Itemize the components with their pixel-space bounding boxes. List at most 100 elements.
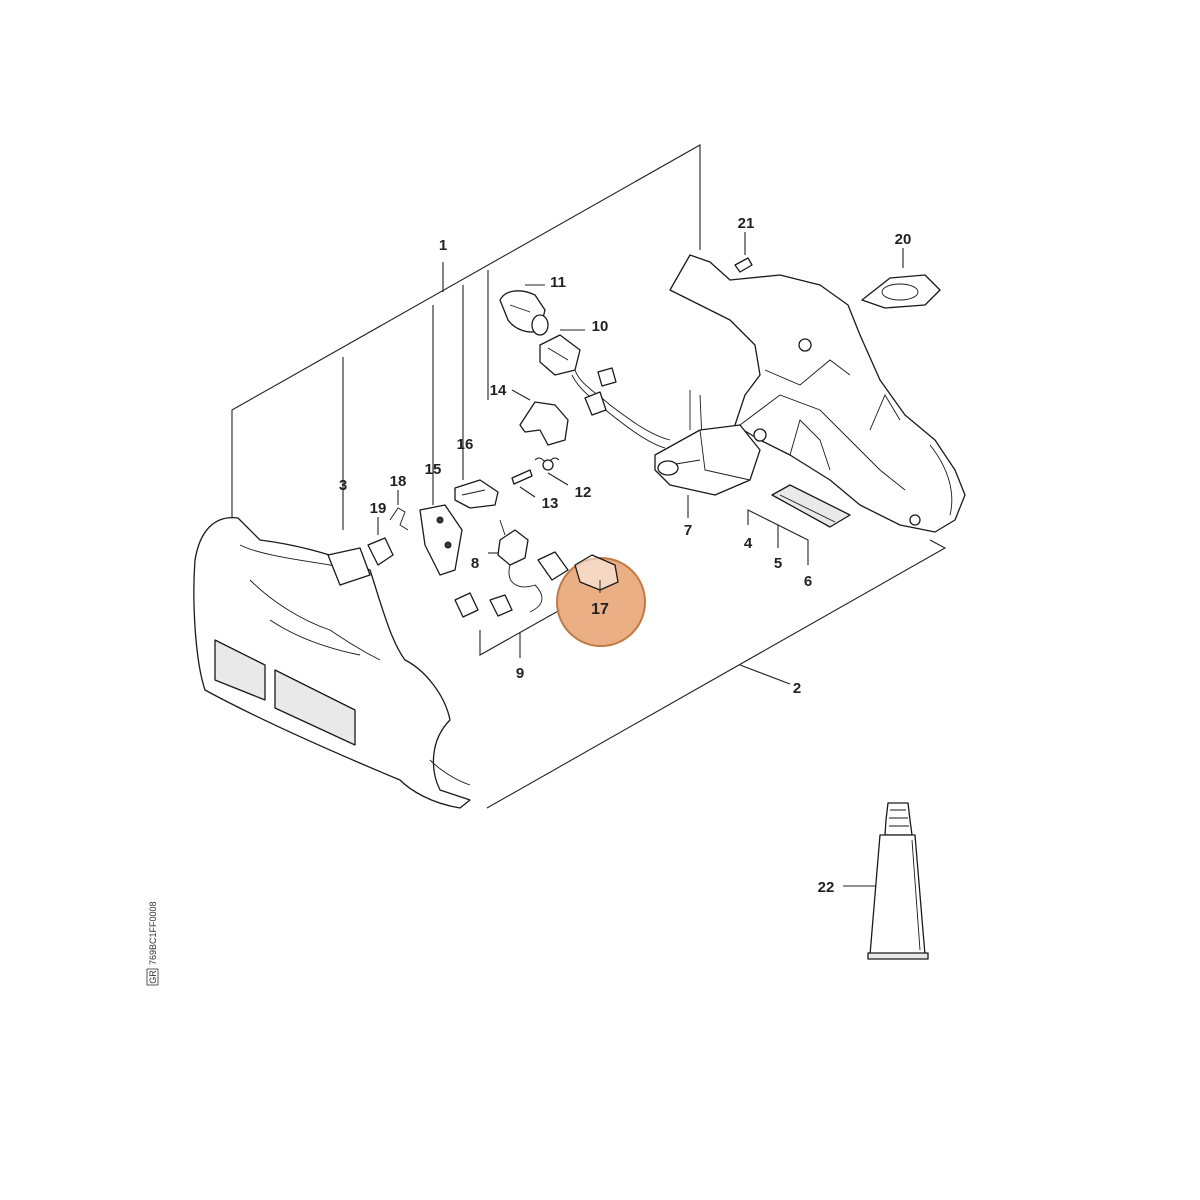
right-housing-inner-ribs: [739, 394, 906, 491]
callout-9: 9: [516, 665, 524, 682]
right-housing-rib-3: [789, 419, 831, 471]
plate-body: [419, 504, 463, 576]
part-10-barrel: [539, 334, 581, 376]
callout-20: 20: [895, 231, 912, 248]
switch-wire: [508, 564, 543, 613]
clip-wire: [389, 507, 409, 531]
part-18-clip: [389, 507, 409, 531]
screw-boss-2: [798, 338, 812, 352]
callout-10: 10: [592, 318, 609, 335]
leader-14: [511, 389, 531, 401]
part-11-slot: [509, 304, 531, 313]
cable-harness: [571, 367, 703, 449]
part-7-edge: [699, 429, 751, 481]
assembly-leader-lines: [231, 144, 947, 887]
right-housing-edge: [929, 444, 953, 516]
reference-box: [146, 968, 159, 986]
part-14-bracket: [519, 401, 569, 446]
screw-boss-1: [753, 428, 767, 442]
tube-body: [869, 834, 926, 956]
trigger-body: [454, 479, 499, 509]
grip-inner: [881, 283, 919, 301]
callout-13: 13: [542, 495, 559, 512]
leader-frame-top: [231, 144, 701, 520]
tube-crimp: [867, 952, 929, 960]
callout-16: 16: [457, 436, 474, 453]
callout-11: 11: [550, 274, 566, 291]
cable-1: [574, 369, 671, 441]
callout-15: 15: [425, 461, 442, 478]
part-11-connector: [499, 290, 549, 336]
switch-body: [497, 529, 529, 566]
connector-a: [454, 592, 479, 618]
spring-end: [542, 459, 554, 471]
trigger-line: [461, 489, 486, 496]
right-housing-outline: [669, 254, 966, 533]
switch-pin: [499, 519, 506, 536]
right-housing-rib-2: [764, 359, 851, 386]
right-housing-rib-4: [869, 394, 901, 431]
part-14-body: [519, 401, 569, 446]
highlighted-part-17[interactable]: [556, 554, 646, 647]
callout-4: 4: [744, 535, 753, 552]
part-20-grip: [861, 274, 941, 309]
callout-14: 14: [490, 382, 507, 399]
leader-frame-bottom: [486, 539, 947, 809]
leader-2: [739, 664, 791, 685]
part-15-plate: [419, 504, 463, 576]
callout-18: 18: [390, 473, 407, 490]
pin-body: [511, 469, 533, 485]
grip-body: [861, 274, 941, 309]
reference-box-text: GR: [148, 970, 158, 984]
part-7-connector: [657, 460, 679, 476]
housing-outline: [193, 517, 471, 809]
label-plate: [771, 484, 851, 528]
cable-plug-2: [584, 391, 607, 416]
callout-17[interactable]: 17: [591, 601, 609, 618]
reference-code-block: GR 769BC1FF0008: [146, 901, 159, 986]
callout-22: 22: [818, 879, 835, 896]
callout-5: 5: [774, 555, 782, 572]
callout-21: 21: [738, 215, 755, 232]
screw-head: [734, 257, 753, 273]
part-12-spring: [534, 457, 560, 471]
plate-hole-1: [436, 516, 444, 524]
tube-highlight: [911, 839, 921, 951]
plate-hole-2: [444, 541, 452, 549]
screw-boss-3: [909, 514, 921, 526]
part-8-switch: [497, 519, 543, 613]
part-4-6-label: [771, 484, 851, 528]
leader-13: [519, 486, 536, 498]
housing-foot: [429, 759, 471, 786]
part-22-tube: [867, 802, 929, 960]
housing-vent-right: [274, 669, 356, 746]
callout-1: 1: [439, 237, 447, 254]
reference-code: 769BC1FF0008: [148, 901, 158, 965]
label-plate-line: [779, 494, 836, 523]
callout-2: 2: [793, 680, 801, 697]
callout-12: 12: [575, 484, 592, 501]
part-17-body: [574, 554, 619, 591]
housing-ridge: [239, 544, 361, 576]
connector-c: [537, 551, 569, 581]
left-housing-shell: [193, 517, 471, 809]
part-11-end: [531, 314, 549, 336]
connector-b: [489, 594, 513, 617]
cap-body: [367, 537, 394, 566]
housing-top-tab: [327, 547, 371, 586]
housing-handle-curve: [249, 579, 381, 661]
part-7-body: [654, 424, 761, 496]
part-19-cap: [367, 537, 394, 566]
housing-handle-lower: [269, 619, 361, 656]
callout-19: 19: [370, 500, 387, 517]
part-9-connectors: [454, 551, 569, 618]
tube-thread: [889, 809, 909, 827]
callout-7: 7: [684, 522, 692, 539]
leader-9-frame: [479, 609, 561, 656]
part-16-trigger: [454, 479, 499, 509]
tube-nozzle: [884, 802, 913, 836]
part-7-module: [654, 424, 761, 496]
cable-2: [571, 374, 666, 449]
